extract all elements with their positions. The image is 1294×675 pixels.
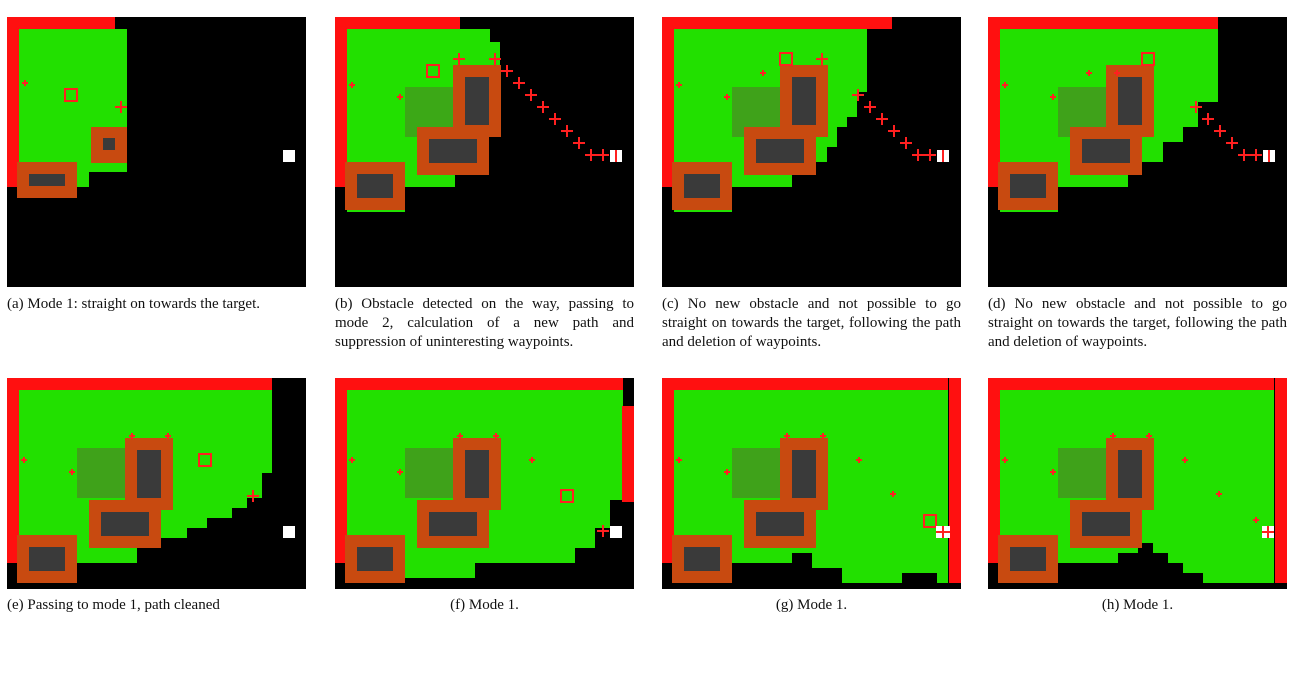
caption-e: (e) Passing to mode 1, path cleaned: [7, 597, 220, 613]
occupancy-map-c: [662, 17, 961, 287]
occupancy-map-b: [335, 17, 634, 287]
caption-d: (d) No new obstacle and not possible to …: [988, 296, 1287, 350]
occupancy-map-f: [335, 378, 634, 589]
caption-c: (c) No new obstacle and not possible to …: [662, 296, 961, 350]
occupancy-map-g: [662, 378, 961, 589]
caption-h: (h) Mode 1.: [1101, 597, 1174, 613]
occupancy-map-e: [7, 378, 306, 589]
caption-g: (g) Mode 1.: [775, 597, 848, 613]
occupancy-map-h: [988, 378, 1287, 589]
caption-f: (f) Mode 1.: [450, 597, 519, 613]
caption-b: (b) Obstacle detected on the way, passin…: [335, 296, 634, 350]
occupancy-map-a: [7, 17, 306, 287]
occupancy-map-d: [988, 17, 1287, 287]
caption-a: (a) Mode 1: straight on towards the targ…: [7, 296, 260, 312]
